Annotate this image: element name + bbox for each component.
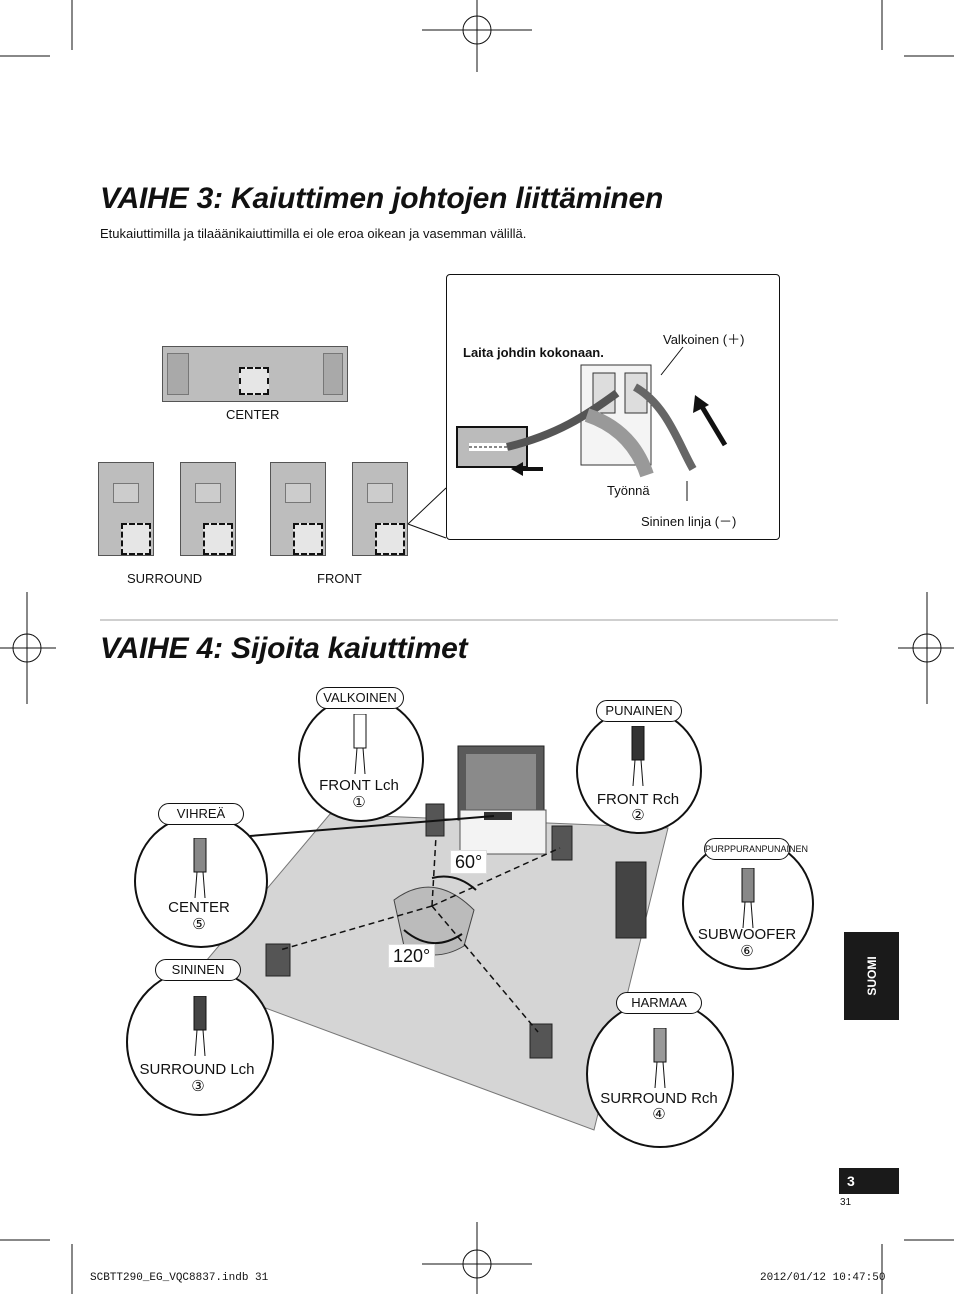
front-lch-name: FRONT Lch xyxy=(319,777,399,794)
front-rch-name: FRONT Rch xyxy=(596,791,680,808)
center-num: ⑤ xyxy=(192,916,206,933)
surround-rch-num: ④ xyxy=(652,1106,666,1123)
angle-120-label: 120° xyxy=(388,944,436,968)
subwoofer-name: SUBWOOFER xyxy=(697,926,797,943)
wiring-illustration xyxy=(456,346,728,501)
subwoofer-num: ⑥ xyxy=(740,943,754,960)
surround-rch-name: SURROUND Rch xyxy=(600,1090,718,1107)
center-speaker-back xyxy=(162,346,348,402)
front-lch-color: VALKOINEN xyxy=(316,687,404,709)
callout-lines xyxy=(407,487,447,539)
front-rch-callout xyxy=(576,708,702,834)
plug-icon xyxy=(193,838,207,898)
surround-lch-name: SURROUND Lch xyxy=(139,1061,255,1078)
plug-icon xyxy=(193,996,207,1056)
section-divider xyxy=(100,619,838,621)
surround-lch-color: SININEN xyxy=(155,959,241,981)
front-lch-callout xyxy=(298,696,424,822)
plug-icon xyxy=(653,1028,667,1088)
plug-icon xyxy=(741,868,755,928)
center-terminal xyxy=(239,367,269,395)
room-layout-diagram xyxy=(189,745,669,1131)
front-speaker-back-2 xyxy=(352,462,408,556)
front-rch-num: ② xyxy=(631,807,645,824)
center-name: CENTER xyxy=(168,899,230,916)
inset-instruction: Laita johdin kokonaan. xyxy=(463,345,604,360)
surround-rch-color: HARMAA xyxy=(616,992,702,1014)
front-lch-num: ① xyxy=(352,794,366,811)
subwoofer-color: PURPPURANPUNAINEN xyxy=(704,838,808,860)
step4-title: VAIHE 4: Sijoita kaiuttimet xyxy=(100,632,468,665)
language-tab: SUOMI xyxy=(844,932,899,1020)
step3-subtitle: Etukaiuttimilla ja tilaäänikaiuttimilla … xyxy=(100,226,527,241)
surround-lch-num: ③ xyxy=(191,1078,205,1095)
plug-icon xyxy=(353,714,367,774)
footer-date: 2012/01/12 10:47:50 xyxy=(760,1272,886,1284)
angle-60-label: 60° xyxy=(450,850,488,874)
page-number: 31 xyxy=(840,1197,852,1208)
language-tab-label: SUOMI xyxy=(864,956,879,996)
wiring-inset: Laita johdin kokonaan. Valkoinen (＋) Työ… xyxy=(446,274,780,540)
surround-label: SURROUND xyxy=(127,571,203,586)
plug-icon xyxy=(631,726,645,786)
step3-title: VAIHE 3: Kaiuttimen johtojen liittäminen xyxy=(100,182,664,215)
blue-line-label: Sininen linja (－) xyxy=(641,514,737,529)
center-color: VIHREÄ xyxy=(158,803,244,825)
footer-file: SCBTT290_EG_VQC8837.indb 31 xyxy=(90,1272,269,1284)
surround-rch-callout xyxy=(586,1000,734,1148)
center-label: CENTER xyxy=(226,407,280,422)
white-wire-label: Valkoinen (＋) xyxy=(663,332,745,347)
front-speaker-back-1 xyxy=(270,462,326,556)
front-rch-color: PUNAINEN xyxy=(596,700,682,722)
front-label: FRONT xyxy=(317,571,362,586)
surround-speaker-back-2 xyxy=(180,462,236,556)
surround-speaker-back-1 xyxy=(98,462,154,556)
push-label: Työnnä xyxy=(607,483,650,498)
section-page-box: 3 xyxy=(839,1168,899,1194)
